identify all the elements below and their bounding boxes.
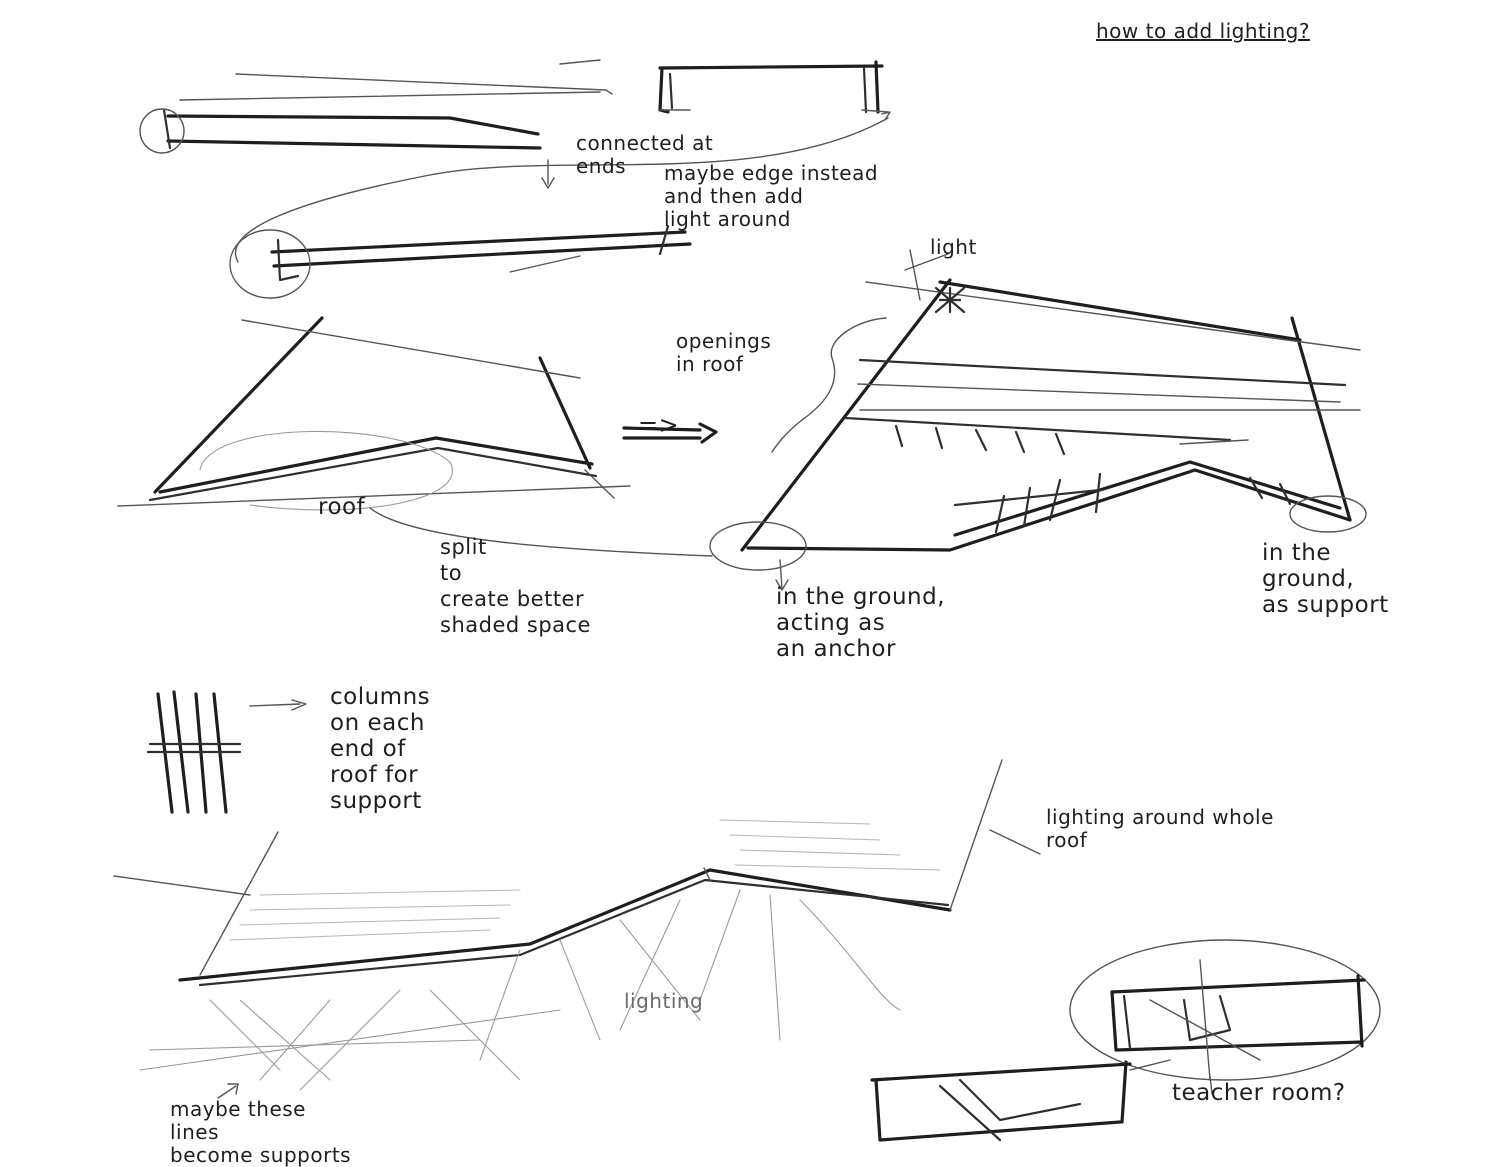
box-sketch-top <box>658 60 891 121</box>
slab-sketch-middle <box>229 224 692 299</box>
arrow-symbol: => <box>638 411 680 439</box>
slab-sketch-top <box>139 59 601 154</box>
roof-label: roof <box>318 494 366 520</box>
columns-note: columns on each end of roof for support <box>330 684 431 814</box>
roof-sketch-bottom <box>113 759 1041 1099</box>
maybe-edge-note: maybe edge instead and then add light ar… <box>664 161 879 231</box>
split-note: split to create better shaded space <box>440 535 591 637</box>
lighting-note: lighting <box>624 989 704 1013</box>
roof-perspective-right <box>709 249 1367 591</box>
column-sketch <box>146 690 307 814</box>
openings-in-roof-note: openings in roof <box>676 329 772 376</box>
maybe-these-lines-note: maybe these lines become supports <box>170 1097 352 1167</box>
connector-curve <box>235 73 889 263</box>
roof-profile-left <box>117 316 631 511</box>
teacher-room-sketch <box>870 939 1381 1142</box>
connected-at-ends-note: connected at ends <box>576 131 714 178</box>
ground-anchor-note: in the ground, acting as an anchor <box>776 584 946 662</box>
transform-arrow <box>622 422 718 444</box>
ground-support-note: in the ground, as support <box>1262 540 1389 618</box>
teacher-room-note: teacher room? <box>1172 1080 1346 1106</box>
light-note: light <box>930 235 977 259</box>
split-curve <box>369 507 713 557</box>
lighting-around-roof-note: lighting around whole roof <box>1046 805 1274 852</box>
lighting-question-note: how to add lighting? <box>1096 19 1310 43</box>
